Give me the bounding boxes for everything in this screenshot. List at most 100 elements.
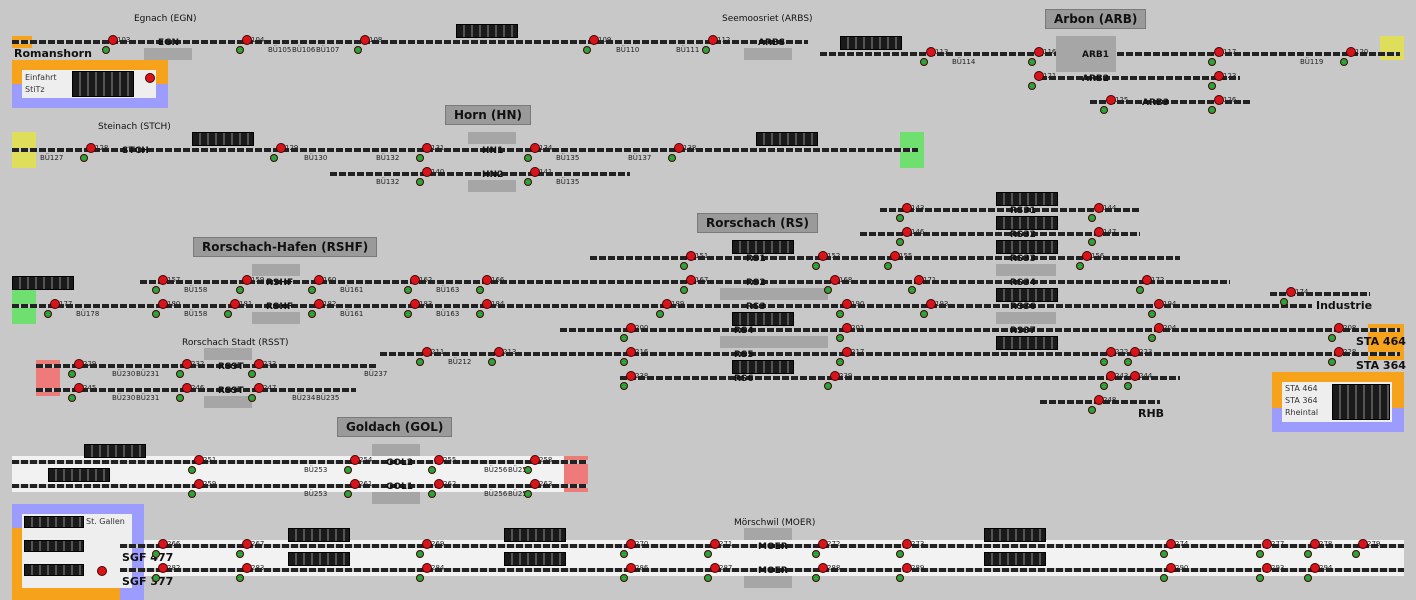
signal-174[interactable] — [1286, 287, 1296, 297]
signal-134[interactable] — [530, 143, 540, 153]
signal-113[interactable] — [926, 47, 936, 57]
signal-267[interactable] — [242, 539, 252, 549]
signal-261[interactable] — [350, 479, 360, 489]
signal-273[interactable] — [902, 539, 912, 549]
signal-159[interactable] — [242, 275, 252, 285]
signal-123[interactable] — [1214, 71, 1224, 81]
signal-290[interactable] — [1166, 563, 1176, 573]
signal-277[interactable] — [1262, 539, 1272, 549]
signal-279[interactable] — [1358, 539, 1368, 549]
signal-208[interactable] — [1334, 323, 1344, 333]
signal-168[interactable] — [830, 275, 840, 285]
romanshorn-panel-signal[interactable] — [145, 73, 155, 83]
signal-117[interactable] — [1214, 47, 1224, 57]
signal-120[interactable] — [1346, 47, 1356, 57]
signal-247[interactable] — [254, 383, 264, 393]
signal-293[interactable] — [1262, 563, 1272, 573]
signal-152[interactable] — [818, 251, 828, 261]
signal-223[interactable] — [1130, 347, 1140, 357]
signal-181[interactable] — [230, 299, 240, 309]
stgallen-signal[interactable] — [97, 566, 107, 576]
signal-289[interactable] — [902, 563, 912, 573]
signal-228[interactable] — [1334, 347, 1344, 357]
signal-116[interactable] — [1034, 47, 1044, 57]
signal-172[interactable] — [1142, 275, 1152, 285]
signal-183[interactable] — [410, 299, 420, 309]
signal-157[interactable] — [158, 275, 168, 285]
signal-204[interactable] — [1154, 323, 1164, 333]
signal-129[interactable] — [276, 143, 286, 153]
signal-151[interactable] — [686, 251, 696, 261]
signal-272[interactable] — [818, 539, 828, 549]
signal-274[interactable] — [1166, 539, 1176, 549]
signal-109[interactable] — [589, 35, 599, 45]
signal-108[interactable] — [360, 35, 370, 45]
signal-222[interactable] — [1106, 347, 1116, 357]
signal-156[interactable] — [1082, 251, 1092, 261]
signal-193[interactable] — [926, 299, 936, 309]
signal-282[interactable] — [158, 563, 168, 573]
signal-259[interactable] — [194, 479, 204, 489]
signal-278[interactable] — [1310, 539, 1320, 549]
signal-294[interactable] — [1310, 563, 1320, 573]
signal-255[interactable] — [434, 455, 444, 465]
signal-243[interactable] — [1106, 371, 1116, 381]
signal-155[interactable] — [890, 251, 900, 261]
signal-258[interactable] — [530, 455, 540, 465]
signal-141[interactable] — [530, 167, 540, 177]
signal-147[interactable] — [1094, 227, 1104, 237]
signal-112[interactable] — [708, 35, 718, 45]
signal-239[interactable] — [830, 371, 840, 381]
signal-238[interactable] — [626, 371, 636, 381]
signal-270[interactable] — [626, 539, 636, 549]
signal-126[interactable] — [1214, 95, 1224, 105]
signal-171[interactable] — [914, 275, 924, 285]
signal-288[interactable] — [818, 563, 828, 573]
signal-248[interactable] — [1094, 395, 1104, 405]
signal-246[interactable] — [182, 383, 192, 393]
signal-284[interactable] — [422, 563, 432, 573]
signal-217[interactable] — [842, 347, 852, 357]
signal-216[interactable] — [626, 347, 636, 357]
signal-262[interactable] — [434, 479, 444, 489]
signal-140[interactable] — [422, 167, 432, 177]
signal-283[interactable] — [242, 563, 252, 573]
signal-201[interactable] — [842, 323, 852, 333]
signal-189[interactable] — [662, 299, 672, 309]
signal-144[interactable] — [1094, 203, 1104, 213]
signal-251[interactable] — [194, 455, 204, 465]
signal-232[interactable] — [182, 359, 192, 369]
signal-166[interactable] — [482, 275, 492, 285]
signal-245[interactable] — [74, 383, 84, 393]
signal-182[interactable] — [314, 299, 324, 309]
signal-162[interactable] — [410, 275, 420, 285]
signal-269[interactable] — [422, 539, 432, 549]
signal-213[interactable] — [494, 347, 504, 357]
signal-138[interactable] — [674, 143, 684, 153]
signal-104[interactable] — [242, 35, 252, 45]
signal-286[interactable] — [626, 563, 636, 573]
signal-160[interactable] — [314, 275, 324, 285]
signal-103[interactable] — [108, 35, 118, 45]
signal-167[interactable] — [686, 275, 696, 285]
signal-287[interactable] — [710, 563, 720, 573]
signal-121[interactable] — [1034, 71, 1044, 81]
signal-194[interactable] — [1154, 299, 1164, 309]
signal-190[interactable] — [842, 299, 852, 309]
signal-125[interactable] — [1106, 95, 1116, 105]
signal-211[interactable] — [422, 347, 432, 357]
signal-128[interactable] — [86, 143, 96, 153]
signal-254[interactable] — [350, 455, 360, 465]
signal-244[interactable] — [1130, 371, 1140, 381]
signal-233[interactable] — [254, 359, 264, 369]
signal-146[interactable] — [902, 227, 912, 237]
signal-271[interactable] — [710, 539, 720, 549]
signal-266[interactable] — [158, 539, 168, 549]
signal-131[interactable] — [422, 143, 432, 153]
signal-200[interactable] — [626, 323, 636, 333]
signal-184[interactable] — [482, 299, 492, 309]
signal-143[interactable] — [902, 203, 912, 213]
signal-229[interactable] — [74, 359, 84, 369]
signal-180[interactable] — [158, 299, 168, 309]
signal-263[interactable] — [530, 479, 540, 489]
